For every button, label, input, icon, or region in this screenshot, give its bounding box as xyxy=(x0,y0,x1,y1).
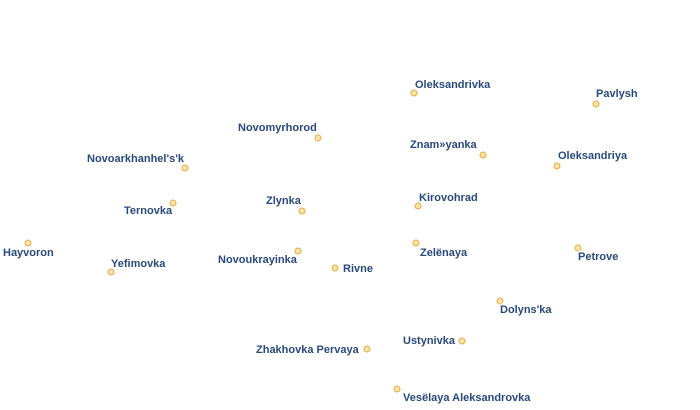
place-label-dolynska[interactable]: Dolyns'ka xyxy=(500,304,552,316)
place-label-ustynivka[interactable]: Ustynivka xyxy=(403,335,455,347)
place-marker-zhakhovka-pervaya[interactable] xyxy=(363,345,371,353)
place-marker-dolynska[interactable] xyxy=(496,297,504,305)
place-marker-petrove[interactable] xyxy=(574,244,582,252)
place-label-novoarkhanhelsk[interactable]: Novoarkhanhel's'k xyxy=(87,153,184,165)
place-label-petrove[interactable]: Petrove xyxy=(578,251,619,263)
place-marker-hayvoron[interactable] xyxy=(24,239,32,247)
place-label-oleksandriya[interactable]: Oleksandriya xyxy=(558,150,628,162)
place-label-novoukrayinka[interactable]: Novoukrayinka xyxy=(218,254,297,266)
place-label-zlynka[interactable]: Zlynka xyxy=(266,195,301,207)
place-label-zelenaya[interactable]: Zelënaya xyxy=(420,247,468,259)
place-marker-oleksandrivka[interactable] xyxy=(410,89,418,97)
place-label-rivne[interactable]: Rivne xyxy=(343,263,373,275)
place-label-yefimovka[interactable]: Yefimovka xyxy=(111,258,166,270)
place-marker-veselaya-aleksandrovka[interactable] xyxy=(393,385,401,393)
place-marker-pavlysh[interactable] xyxy=(592,100,600,108)
place-marker-novomyrhorod[interactable] xyxy=(314,134,322,142)
place-marker-ustynivka[interactable] xyxy=(458,337,466,345)
place-marker-novoukrayinka[interactable] xyxy=(294,247,302,255)
place-label-znamyanka[interactable]: Znam»yanka xyxy=(410,139,477,151)
place-label-oleksandrivka[interactable]: Oleksandrivka xyxy=(415,79,491,91)
place-label-novomyrhorod[interactable]: Novomyrhorod xyxy=(238,122,317,134)
place-marker-ternovka[interactable] xyxy=(169,199,177,207)
place-marker-zelenaya[interactable] xyxy=(412,239,420,247)
place-label-ternovka[interactable]: Ternovka xyxy=(124,205,173,217)
place-marker-rivne[interactable] xyxy=(331,264,339,272)
place-marker-kirovohrad[interactable] xyxy=(414,202,422,210)
place-marker-zlynka[interactable] xyxy=(298,207,306,215)
place-marker-novoarkhanhelsk[interactable] xyxy=(181,164,189,172)
place-marker-oleksandriya[interactable] xyxy=(553,162,561,170)
place-label-pavlysh[interactable]: Pavlysh xyxy=(596,88,638,100)
place-marker-znamyanka[interactable] xyxy=(479,151,487,159)
place-label-hayvoron[interactable]: Hayvoron xyxy=(3,247,54,259)
place-label-kirovohrad[interactable]: Kirovohrad xyxy=(419,192,478,204)
place-marker-yefimovka[interactable] xyxy=(107,268,115,276)
place-label-veselaya-aleksandrovka[interactable]: Vesëlaya Aleksandrovka xyxy=(403,392,531,404)
place-label-zhakhovka-pervaya[interactable]: Zhakhovka Pervaya xyxy=(256,344,359,356)
